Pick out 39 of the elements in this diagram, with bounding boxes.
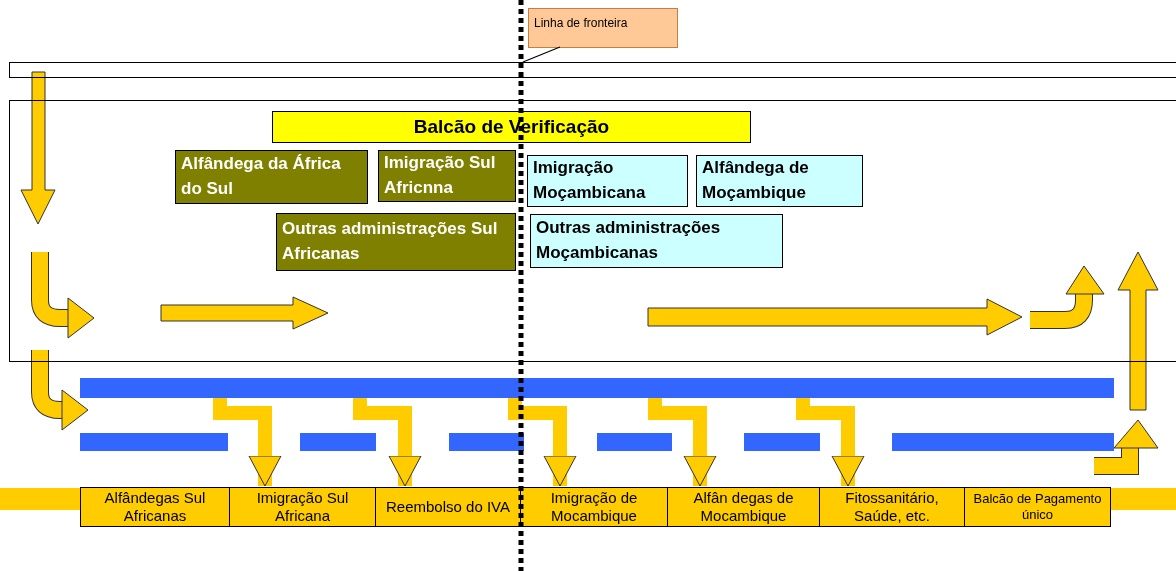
- building-outline: [9, 100, 1176, 362]
- agency-box: [175, 150, 368, 204]
- box-label: Alfân degas de Mocambique: [692, 489, 795, 525]
- agency-box: [696, 155, 863, 207]
- callout-box: [528, 8, 678, 48]
- box-label: Balcão de Pagamento único: [972, 491, 1103, 523]
- box-label: Alfândega de Moçambique: [702, 157, 810, 204]
- service-box: [229, 487, 376, 527]
- service-box: [819, 487, 965, 527]
- box-label: Imigração Moçambicana: [533, 157, 647, 204]
- bent-arrow: [213, 398, 282, 487]
- box-label: Alfândega da África do Sul: [181, 153, 342, 200]
- banner-title: Balcão de Verificação: [413, 115, 610, 140]
- box-label: Imigração de Mocambique: [549, 489, 639, 525]
- box-label: Outras administrações Moçambicanas: [536, 217, 722, 264]
- box-label: Alfândegas Sul Africanas: [103, 489, 207, 525]
- box-label: Fitossanitário, Saúde, etc.: [844, 489, 940, 525]
- agency-box: [276, 213, 516, 271]
- box-label: Outras administrações Sul Africanas: [282, 218, 499, 265]
- box-label: Linha de fronteira: [534, 15, 628, 32]
- bent-arrow: [648, 398, 717, 487]
- bent-arrow: [353, 398, 422, 487]
- lane-bar: [80, 378, 1114, 398]
- service-box: [667, 487, 820, 527]
- agency-box: [527, 155, 688, 207]
- leader-line: [522, 46, 561, 63]
- box-label: Reembolso do IVA: [386, 498, 510, 516]
- counter-banner: [272, 111, 751, 143]
- agency-box: [378, 150, 516, 202]
- service-box: [375, 487, 521, 527]
- road-band: [9, 62, 1176, 78]
- agency-box: [530, 214, 783, 268]
- bent-arrow: [508, 398, 577, 487]
- service-box: [964, 487, 1111, 527]
- box-label: Imigração Sul Africana: [255, 489, 350, 525]
- bent-arrow: [796, 398, 865, 487]
- service-box: [520, 487, 668, 527]
- box-label: Imigração Sul Africnna: [384, 152, 497, 199]
- service-box: [80, 487, 230, 527]
